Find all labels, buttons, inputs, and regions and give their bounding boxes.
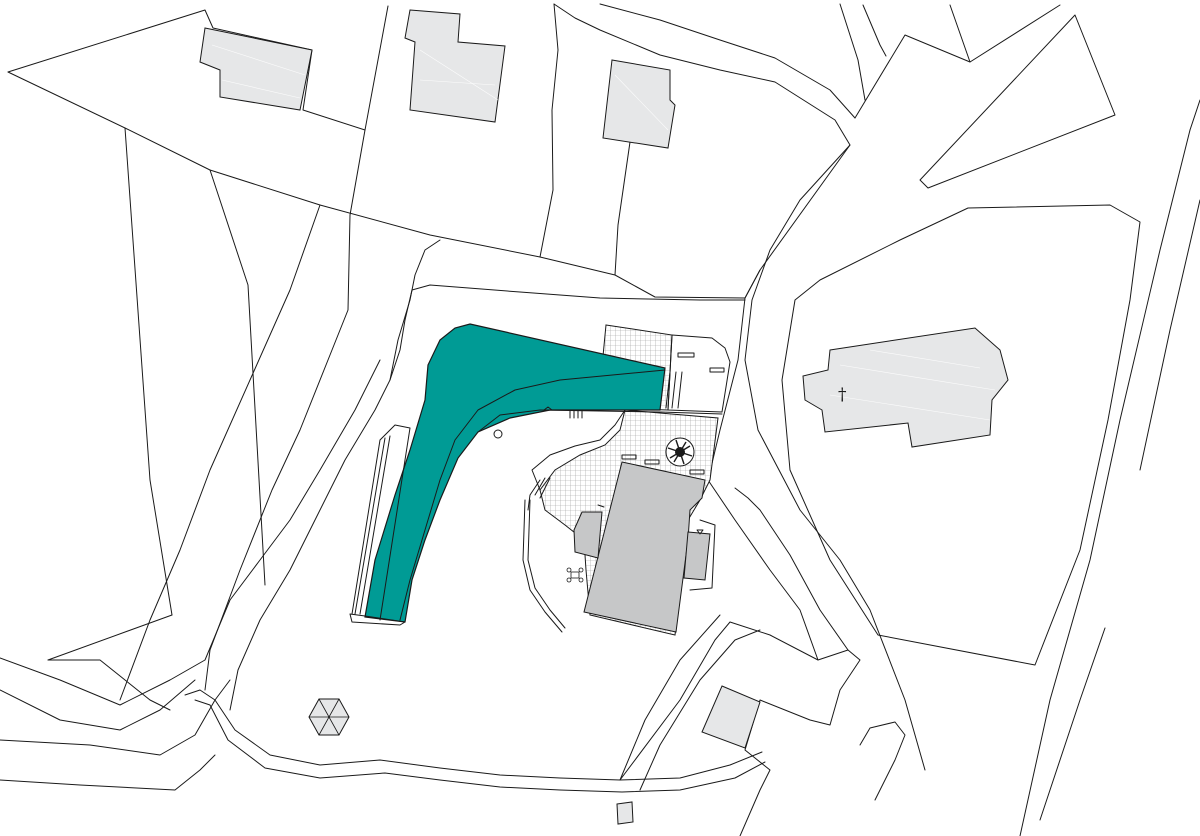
tree-icon [665,437,695,467]
cross-icon: † [838,385,847,405]
building-se [701,685,761,749]
table-icon [566,567,584,583]
building-nw-1 [199,27,313,111]
gazebo-icon [308,698,350,736]
site-plateau [229,239,746,711]
entrance-area [665,334,731,413]
new-building-footprint [364,323,666,623]
building-s-small [616,801,634,825]
church-building [802,327,1009,448]
main-building [527,454,716,633]
building-nw-2 [404,9,506,123]
new-building [349,323,723,626]
existing-buildings: † [199,9,1009,825]
building-n-3 [602,59,676,149]
entrance-marker [696,529,704,535]
roof-hatching [211,44,996,421]
parcel-lines [0,3,1200,836]
